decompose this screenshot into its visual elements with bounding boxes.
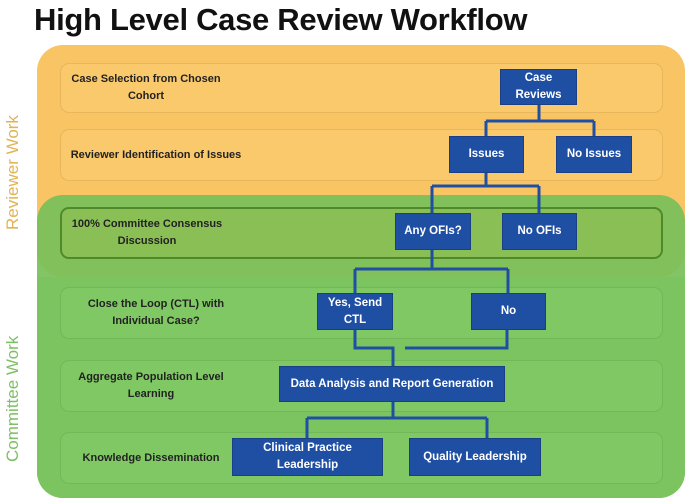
row-label: Aggregate Population Level Learning — [78, 371, 224, 400]
row-label: Close the Loop (CTL) with Individual Cas… — [87, 298, 225, 327]
node-any-ofis: Any OFIs? — [395, 213, 471, 250]
node-issues: Issues — [449, 136, 524, 173]
connector-case-reviews — [484, 105, 596, 136]
connector-ctl-merge — [353, 330, 509, 366]
node-no: No — [471, 293, 546, 330]
node-clinical-practice-leadership: Clinical Practice Leadership — [232, 438, 383, 476]
row-label: Knowledge Dissemination — [82, 451, 220, 464]
diagram-title: High Level Case Review Workflow — [34, 2, 528, 37]
node-no-ofis: No OFIs — [502, 213, 577, 250]
row-label: Reviewer Identification of Issues — [70, 148, 242, 161]
row-committee-consensus: 100% Committee Consensus Discussion — [60, 207, 663, 259]
connector-any-ofis — [353, 250, 510, 293]
row-label: 100% Committee Consensus Discussion — [71, 218, 223, 247]
node-data-analysis: Data Analysis and Report Generation — [279, 366, 505, 402]
node-yes-send-ctl: Yes, Send CTL — [317, 293, 393, 330]
node-case-reviews: Case Reviews — [500, 69, 577, 105]
connector-issues — [430, 172, 541, 213]
connector-data-analysis — [305, 402, 489, 438]
node-quality-leadership: Quality Leadership — [409, 438, 541, 476]
node-no-issues: No Issues — [556, 136, 632, 173]
row-label: Case Selection from Chosen Cohort — [71, 73, 221, 102]
